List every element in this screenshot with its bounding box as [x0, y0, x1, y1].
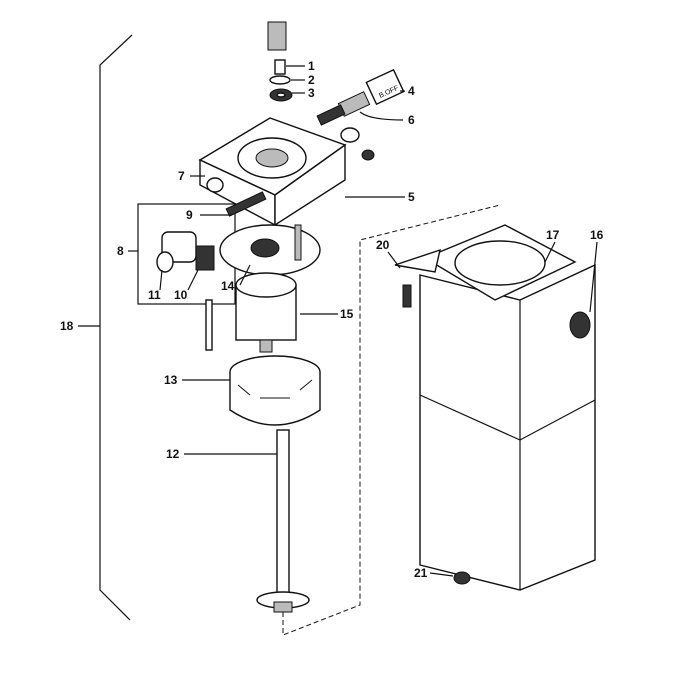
pump — [205, 272, 297, 353]
callout-18: 18 — [60, 319, 74, 333]
callout-14: 14 — [221, 279, 235, 293]
leader-lines — [128, 65, 598, 577]
callout-3: 3 — [308, 86, 315, 100]
oil-tank — [394, 224, 596, 591]
gasket — [219, 224, 321, 276]
manifold-block — [198, 117, 347, 227]
callout-15: 15 — [340, 307, 354, 321]
callout-8: 8 — [117, 244, 124, 258]
valve-part-4-6: B.OFF — [316, 68, 405, 161]
callout-7: 7 — [178, 169, 185, 183]
suction-pipe — [256, 429, 310, 613]
callout-1: 1 — [308, 59, 315, 73]
callout-17: 17 — [546, 228, 560, 242]
assembly-dash-line — [282, 204, 501, 636]
callout-10: 10 — [174, 288, 188, 302]
top-fitting — [267, 21, 293, 102]
callout-16: 16 — [590, 228, 604, 242]
callout-20: 20 — [376, 238, 390, 252]
callout-21: 21 — [414, 566, 428, 580]
callout-11: 11 — [148, 288, 161, 302]
callout-6: 6 — [408, 113, 415, 127]
callout-4: 4 — [408, 84, 415, 98]
solenoid — [156, 191, 267, 273]
callout-12: 12 — [166, 447, 180, 461]
suction-filter — [229, 355, 321, 426]
callout-5: 5 — [408, 190, 415, 204]
callout-2: 2 — [308, 73, 315, 87]
assembly-bracket-18 — [99, 34, 133, 621]
callout-9: 9 — [186, 208, 193, 222]
callout-13: 13 — [164, 373, 178, 387]
